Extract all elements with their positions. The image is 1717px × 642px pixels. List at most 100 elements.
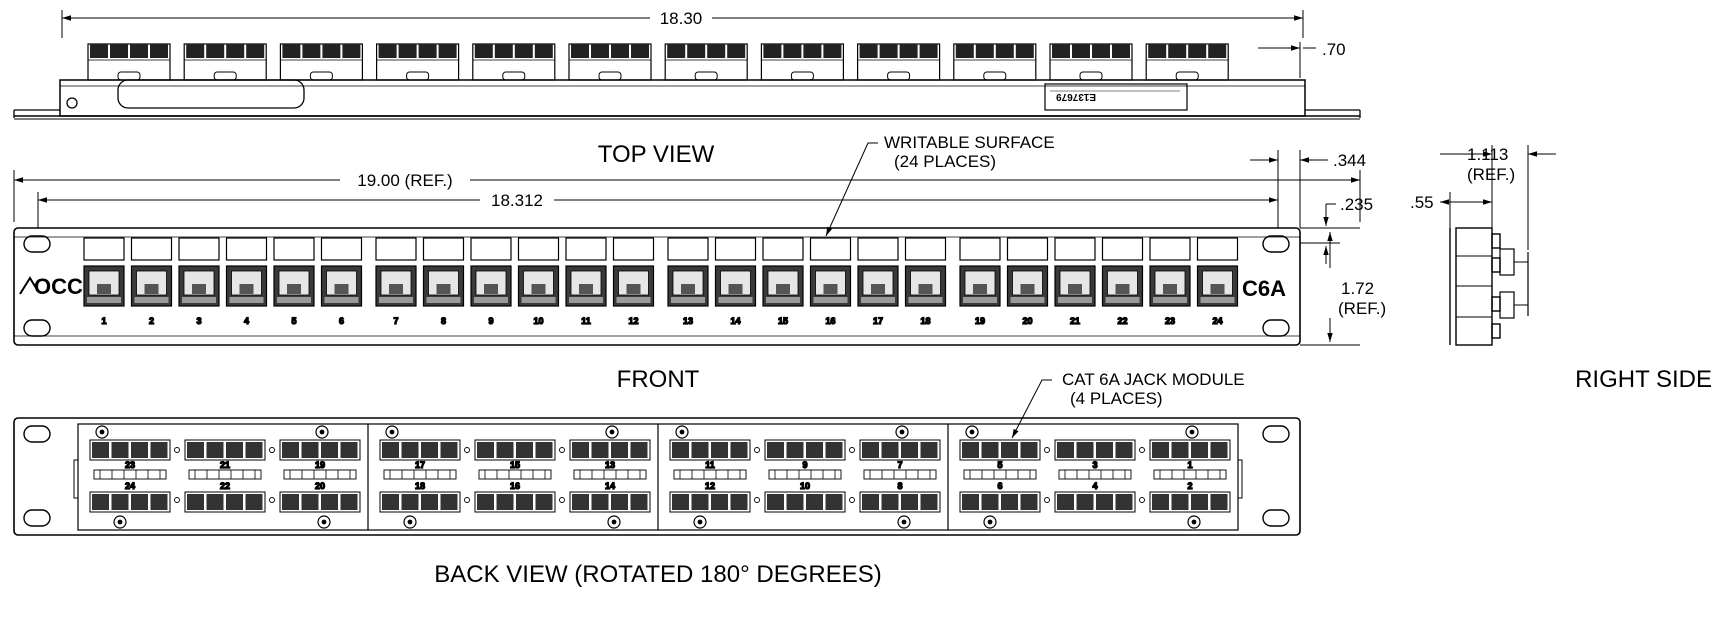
jack-latch — [579, 284, 593, 294]
writable-surface-leader — [825, 142, 878, 237]
occ-logo: OCC — [34, 274, 83, 299]
callout-module-line1: CAT 6A JACK MODULE — [1062, 370, 1245, 389]
front-port-11: 11 — [565, 237, 607, 327]
jack-base — [521, 297, 556, 303]
back-port-number: 7 — [897, 460, 902, 470]
front-port-20: 20 — [1006, 237, 1049, 327]
module-screw — [113, 515, 127, 529]
top-jack-group — [568, 43, 652, 81]
front-port-21: 21 — [1054, 237, 1096, 327]
dim-inner-width: 18.312 — [491, 191, 543, 210]
front-port-17: 17 — [857, 237, 899, 327]
front-port-18: 18 — [904, 237, 947, 327]
back-mount-slot — [1262, 425, 1290, 443]
front-port-number: 21 — [1070, 316, 1080, 326]
back-port-number: 9 — [802, 460, 807, 470]
jack-base — [1010, 297, 1045, 303]
jack-latch — [823, 284, 838, 294]
front-port-14: 14 — [714, 237, 757, 327]
jack-latch — [192, 284, 206, 294]
callout-writable-line2: (24 PLACES) — [894, 152, 996, 171]
jack-latch — [389, 284, 403, 294]
front-port-number: 10 — [533, 316, 543, 326]
module-screw — [983, 515, 997, 529]
jack-base — [324, 297, 359, 303]
top-jack-group — [183, 43, 267, 81]
callout-writable-line1: WRITABLE SURFACE — [884, 133, 1055, 152]
front-port-1: 1 — [83, 237, 125, 327]
front-port-number: 8 — [441, 316, 446, 326]
jack-latch — [287, 284, 301, 294]
jack-base — [963, 297, 997, 303]
front-port-number: 19 — [975, 316, 985, 326]
jack-base — [616, 297, 651, 303]
jack-latch — [144, 284, 159, 294]
writable-surface — [565, 237, 607, 261]
label-right-side: RIGHT SIDE — [1575, 366, 1712, 393]
c6a-logo: C6A — [1242, 276, 1286, 301]
writable-surface — [83, 237, 125, 261]
front-port-9: 9 — [470, 237, 512, 327]
front-port-2: 2 — [130, 237, 173, 327]
back-jack-block-3: 34 — [1054, 439, 1145, 513]
back-port-number: 11 — [705, 460, 715, 470]
front-port-number: 18 — [920, 316, 930, 326]
jack-base — [426, 297, 461, 303]
label-back-view: BACK VIEW (ROTATED 180° DEGREES) — [434, 561, 881, 588]
front-port-number: 2 — [149, 316, 154, 326]
front-port-number: 5 — [291, 316, 296, 326]
jack-base — [813, 297, 848, 303]
back-port-number: 8 — [897, 481, 902, 491]
back-port-number: 19 — [315, 460, 325, 470]
top-jack-group — [953, 43, 1037, 81]
jack-latch — [1068, 284, 1082, 294]
module-screw — [317, 515, 331, 529]
module-screw — [403, 515, 417, 529]
jack-latch — [97, 284, 111, 294]
dim-depth: .70 — [1322, 40, 1346, 59]
dim-side-depth: 1.113 — [1467, 145, 1508, 164]
jack-latch — [973, 284, 987, 294]
back-port-number: 14 — [605, 481, 615, 491]
front-port-13: 13 — [667, 237, 709, 327]
writable-surface — [517, 237, 560, 261]
back-port-number: 13 — [605, 460, 615, 470]
writable-surface — [1196, 237, 1239, 261]
front-port-number: 22 — [1117, 316, 1127, 326]
module-screw — [605, 425, 619, 439]
front-port-number: 13 — [683, 316, 693, 326]
top-jack-group — [279, 43, 363, 81]
front-port-4: 4 — [225, 237, 268, 327]
front-port-12: 12 — [612, 237, 655, 327]
ul-label-box — [1044, 83, 1188, 111]
front-port-number: 4 — [244, 316, 249, 326]
writable-surface — [130, 237, 173, 261]
jack-latch — [436, 284, 451, 294]
front-port-24: 24 — [1196, 237, 1239, 327]
back-port-number: 16 — [510, 481, 520, 491]
jack-base — [908, 297, 943, 303]
top-jack-group — [87, 43, 171, 81]
jack-base — [1153, 297, 1187, 303]
top-jack-group — [760, 43, 845, 81]
back-port-number: 23 — [125, 460, 135, 470]
back-port-number: 15 — [510, 460, 520, 470]
front-port-15: 15 — [762, 237, 804, 327]
front-port-7: 7 — [375, 237, 417, 327]
writable-surface — [320, 237, 363, 261]
writable-surface — [1006, 237, 1049, 261]
label-front: FRONT — [617, 366, 700, 393]
jack-base — [671, 297, 705, 303]
jack-latch — [918, 284, 933, 294]
jack-opening — [570, 270, 602, 296]
dim-ear-offset: .344 — [1333, 151, 1366, 170]
back-mount-slot — [1262, 509, 1290, 527]
front-port-23: 23 — [1149, 237, 1191, 327]
top-jack-group — [664, 43, 748, 81]
jack-latch — [1163, 284, 1177, 294]
